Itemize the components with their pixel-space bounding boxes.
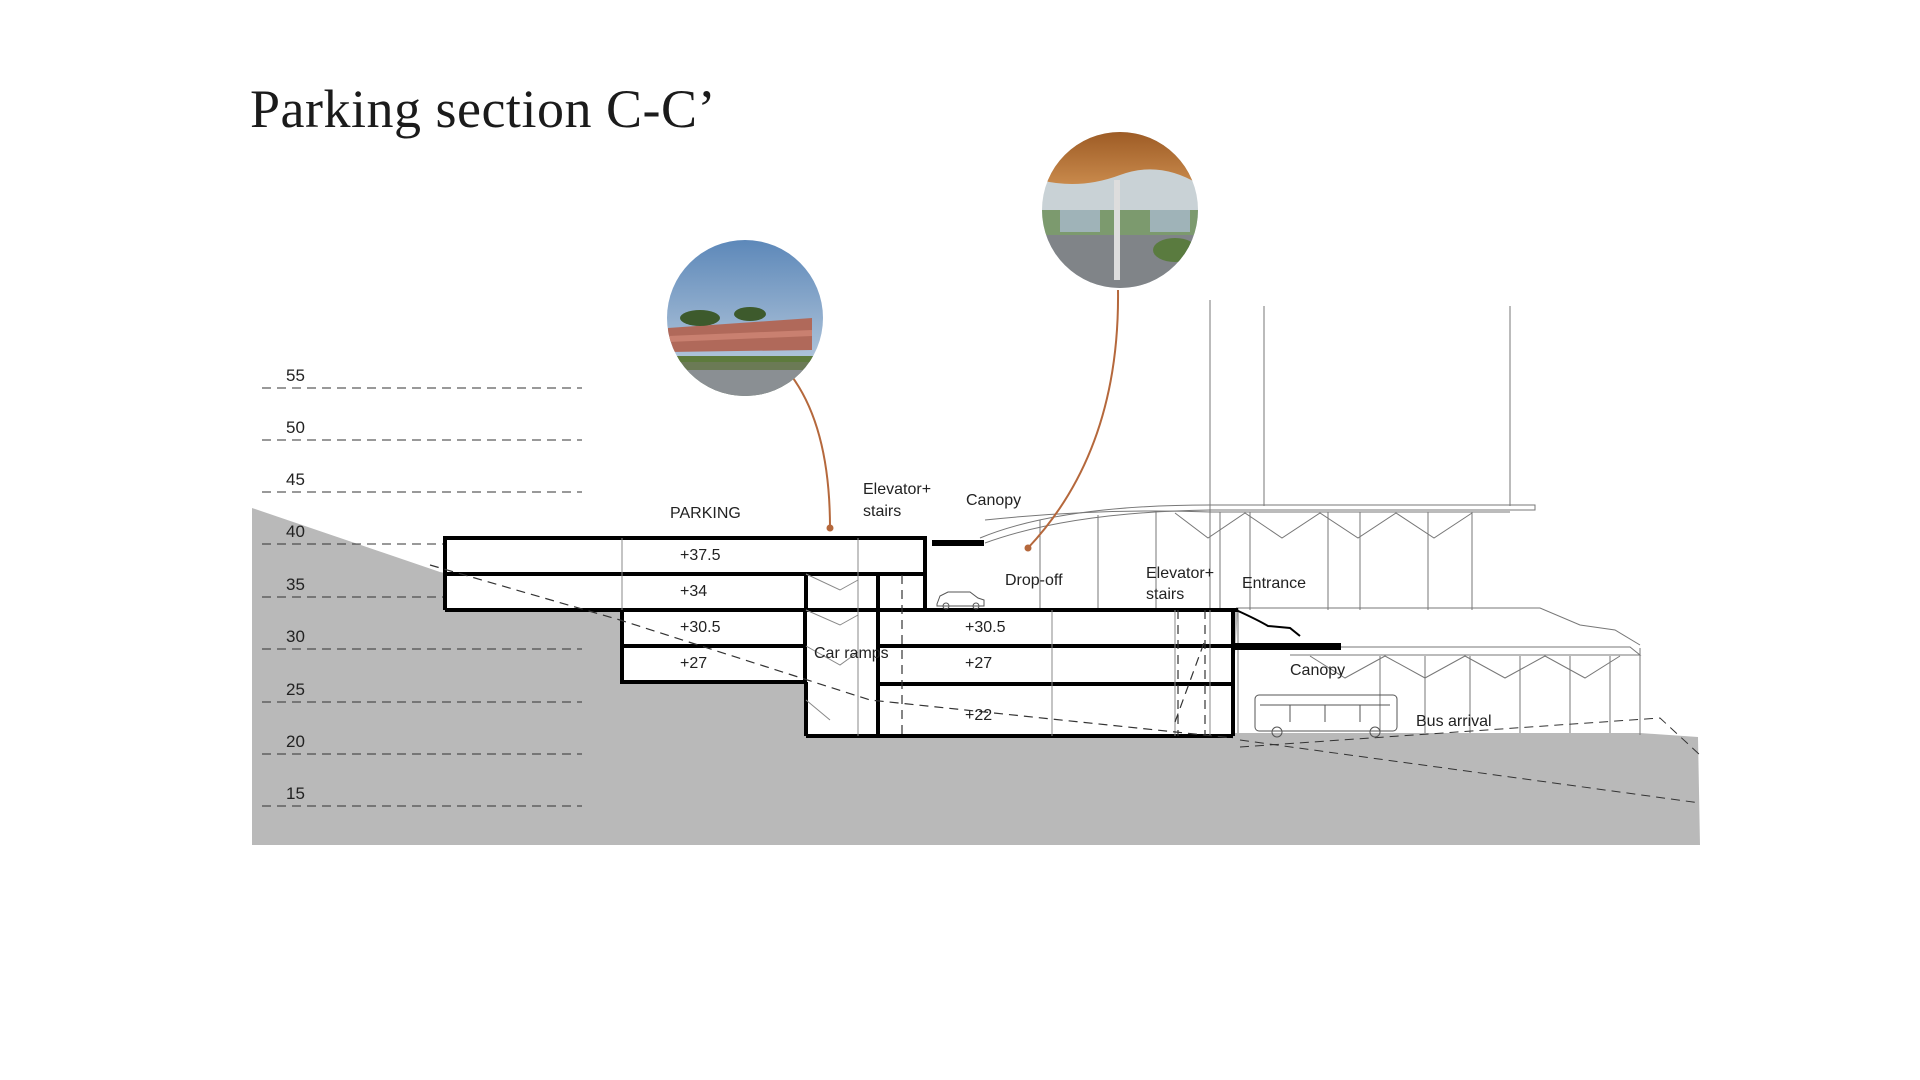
level-27-left: +27 [680,655,707,672]
elevation-lines [262,387,582,807]
page-title: Parking section C-C’ [250,79,716,139]
car-icon [936,591,985,610]
elevation-30: 30 [286,627,305,646]
terminal-building [979,300,1642,735]
elevation-labels: 55 50 45 40 35 30 25 20 15 [286,366,305,803]
label-car-ramps: Car ramps [814,645,889,662]
parking-structure [429,536,1341,739]
level-34: +34 [680,583,707,600]
elevation-40: 40 [286,522,305,541]
label-canopy-top: Canopy [966,492,1021,509]
label-drop-off: Drop-off [1005,572,1063,589]
bus-arrival-path [1239,717,1701,804]
render-thumbnail-canopy [1042,132,1198,288]
label-entrance: Entrance [1242,575,1306,592]
label-canopy-lower: Canopy [1290,662,1345,679]
label-bus-arrival: Bus arrival [1416,713,1492,730]
elevation-25: 25 [286,680,305,699]
label-elevator-stairs-2b: stairs [1146,586,1184,603]
level-30-5-right: +30.5 [965,619,1006,636]
section-labels: PARKING Elevator+ stairs Canopy Drop-off… [670,481,1492,730]
elevation-50: 50 [286,418,305,437]
level-30-5-left: +30.5 [680,619,721,636]
leader-lines [792,289,1120,549]
floor-level-labels: +37.5 +34 +30.5 +27 +30.5 +27 +22 [680,547,1006,724]
level-37-5: +37.5 [680,547,721,564]
elevation-20: 20 [286,732,305,751]
elevation-45: 45 [286,470,305,489]
leader-dot-1 [826,524,834,532]
label-elevator-stairs-1b: stairs [863,503,901,520]
elevation-35: 35 [286,575,305,594]
elevation-15: 15 [286,784,305,803]
label-elevator-stairs-1: Elevator+ [863,481,931,498]
leader-dot-2 [1024,544,1032,552]
label-parking: PARKING [670,505,741,522]
elevation-55: 55 [286,366,305,385]
bus-icon [1254,694,1398,738]
level-27-right: +27 [965,655,992,672]
render-thumbnail-building [667,240,823,396]
label-elevator-stairs-2: Elevator+ [1146,565,1214,582]
level-22: +22 [965,707,992,724]
